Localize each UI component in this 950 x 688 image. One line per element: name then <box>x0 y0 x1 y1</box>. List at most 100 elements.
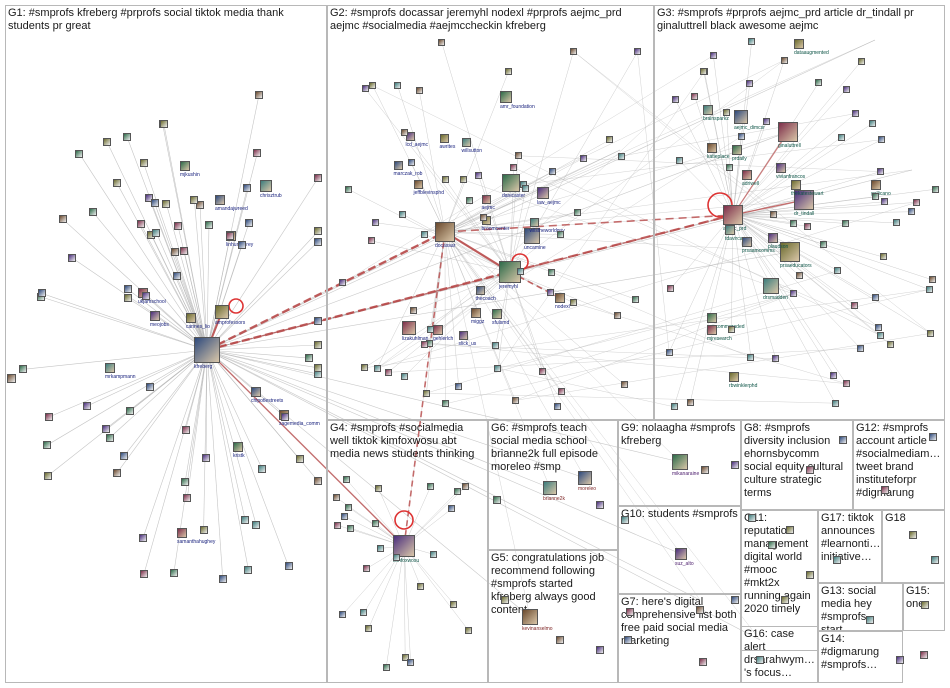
avatar-node[interactable] <box>442 400 449 407</box>
avatar-node[interactable] <box>691 93 698 100</box>
avatar-node[interactable] <box>806 466 814 474</box>
node-brainsparkz[interactable] <box>703 105 713 115</box>
avatar-node[interactable] <box>417 583 424 590</box>
avatar-node[interactable] <box>480 214 487 221</box>
avatar-node[interactable] <box>421 341 428 348</box>
avatar-node[interactable] <box>547 289 554 296</box>
avatar-node[interactable] <box>126 407 134 415</box>
avatar-node[interactable] <box>872 294 879 301</box>
avatar-node[interactable] <box>667 285 674 292</box>
avatar-node[interactable] <box>152 229 160 237</box>
node-thecoach[interactable] <box>476 286 485 295</box>
avatar-node[interactable] <box>123 133 131 141</box>
avatar-node[interactable] <box>219 575 227 583</box>
node-prdaily[interactable] <box>732 145 742 155</box>
avatar-node[interactable] <box>475 172 482 179</box>
avatar-node[interactable] <box>875 324 882 331</box>
avatar-node[interactable] <box>866 616 874 624</box>
avatar-node[interactable] <box>245 219 253 227</box>
node-amr-foundation[interactable] <box>500 91 512 103</box>
avatar-node[interactable] <box>632 296 639 303</box>
avatar-node[interactable] <box>596 646 604 654</box>
avatar-node[interactable] <box>786 526 794 534</box>
avatar-node[interactable] <box>858 58 865 65</box>
node-aejmc-prd[interactable] <box>723 205 743 225</box>
node-brianne2k[interactable] <box>543 481 557 495</box>
node-gallicano[interactable] <box>871 180 881 190</box>
node-miggz[interactable] <box>471 308 481 318</box>
avatar-node[interactable] <box>333 494 340 501</box>
avatar-node[interactable] <box>43 441 51 449</box>
node-kfreberg[interactable] <box>194 337 220 363</box>
avatar-node[interactable] <box>160 120 168 128</box>
avatar-node[interactable] <box>522 185 529 192</box>
avatar-node[interactable] <box>596 501 604 509</box>
avatar-node[interactable] <box>44 472 52 480</box>
avatar-node[interactable] <box>374 365 381 372</box>
avatar-node[interactable] <box>908 208 915 215</box>
avatar-node[interactable] <box>383 664 390 671</box>
avatar-node[interactable] <box>75 150 83 158</box>
avatar-node[interactable] <box>339 611 346 618</box>
avatar-node[interactable] <box>746 80 753 87</box>
avatar-node[interactable] <box>460 176 467 183</box>
avatar-node[interactable] <box>790 290 797 297</box>
node-marczak-rob[interactable] <box>394 161 403 170</box>
avatar-node[interactable] <box>314 227 322 235</box>
avatar-node[interactable] <box>768 541 776 549</box>
avatar-node[interactable] <box>124 294 132 302</box>
avatar-node[interactable] <box>252 521 260 529</box>
avatar-node[interactable] <box>834 267 841 274</box>
avatar-node[interactable] <box>377 545 384 552</box>
node-amandajwreed[interactable] <box>215 195 225 205</box>
avatar-node[interactable] <box>408 159 415 166</box>
avatar-node[interactable] <box>510 164 517 171</box>
node-tdavircaso[interactable] <box>725 225 735 235</box>
avatar-node[interactable] <box>137 220 145 228</box>
avatar-node[interactable] <box>339 279 346 286</box>
avatar-node[interactable] <box>574 209 581 216</box>
avatar-node[interactable] <box>843 380 850 387</box>
avatar-node[interactable] <box>372 520 379 527</box>
avatar-node[interactable] <box>731 461 739 469</box>
avatar-node[interactable] <box>763 118 770 125</box>
avatar-node[interactable] <box>806 571 814 579</box>
avatar-node[interactable] <box>427 483 434 490</box>
avatar-node[interactable] <box>738 133 745 140</box>
avatar-node[interactable] <box>832 400 839 407</box>
avatar-node[interactable] <box>314 341 322 349</box>
avatar-node[interactable] <box>442 176 449 183</box>
avatar-node[interactable] <box>881 486 889 494</box>
node-slick-us[interactable] <box>459 331 468 340</box>
avatar-node[interactable] <box>932 186 939 193</box>
avatar-node[interactable] <box>362 85 369 92</box>
avatar-node[interactable] <box>781 596 789 604</box>
avatar-node[interactable] <box>385 369 392 376</box>
avatar-node[interactable] <box>369 82 376 89</box>
avatar-node[interactable] <box>255 91 263 99</box>
avatar-node[interactable] <box>893 219 900 226</box>
avatar-node[interactable] <box>830 372 837 379</box>
avatar-node[interactable] <box>181 478 189 486</box>
avatar-node[interactable] <box>102 425 110 433</box>
node-katieplace[interactable] <box>707 143 717 153</box>
avatar-node[interactable] <box>880 253 887 260</box>
avatar-node[interactable] <box>699 658 707 666</box>
avatar-node[interactable] <box>549 168 556 175</box>
avatar-node[interactable] <box>621 516 629 524</box>
avatar-node[interactable] <box>512 397 519 404</box>
avatar-node[interactable] <box>142 292 150 300</box>
avatar-node[interactable] <box>820 241 827 248</box>
avatar-node[interactable] <box>45 413 53 421</box>
avatar-node[interactable] <box>926 286 933 293</box>
avatar-node[interactable] <box>180 247 188 255</box>
avatar-node[interactable] <box>361 364 368 371</box>
node-wilstheworldguy[interactable] <box>530 218 539 227</box>
node-mjkushin[interactable] <box>180 161 190 171</box>
avatar-node[interactable] <box>416 87 423 94</box>
avatar-node[interactable] <box>281 413 289 421</box>
avatar-node[interactable] <box>465 627 472 634</box>
avatar-node[interactable] <box>375 485 382 492</box>
avatar-node[interactable] <box>815 79 822 86</box>
avatar-node[interactable] <box>305 354 313 362</box>
